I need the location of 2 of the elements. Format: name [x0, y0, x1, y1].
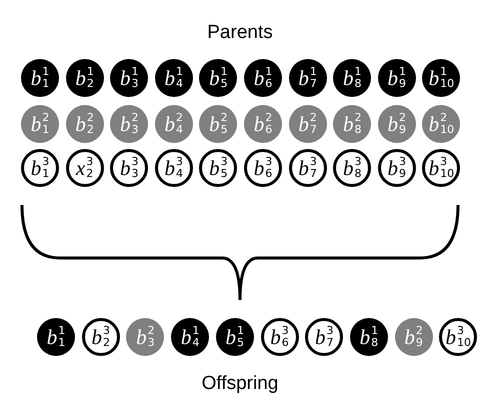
heading-text: Parents — [207, 22, 273, 43]
caption-text: Offspring — [202, 373, 278, 394]
